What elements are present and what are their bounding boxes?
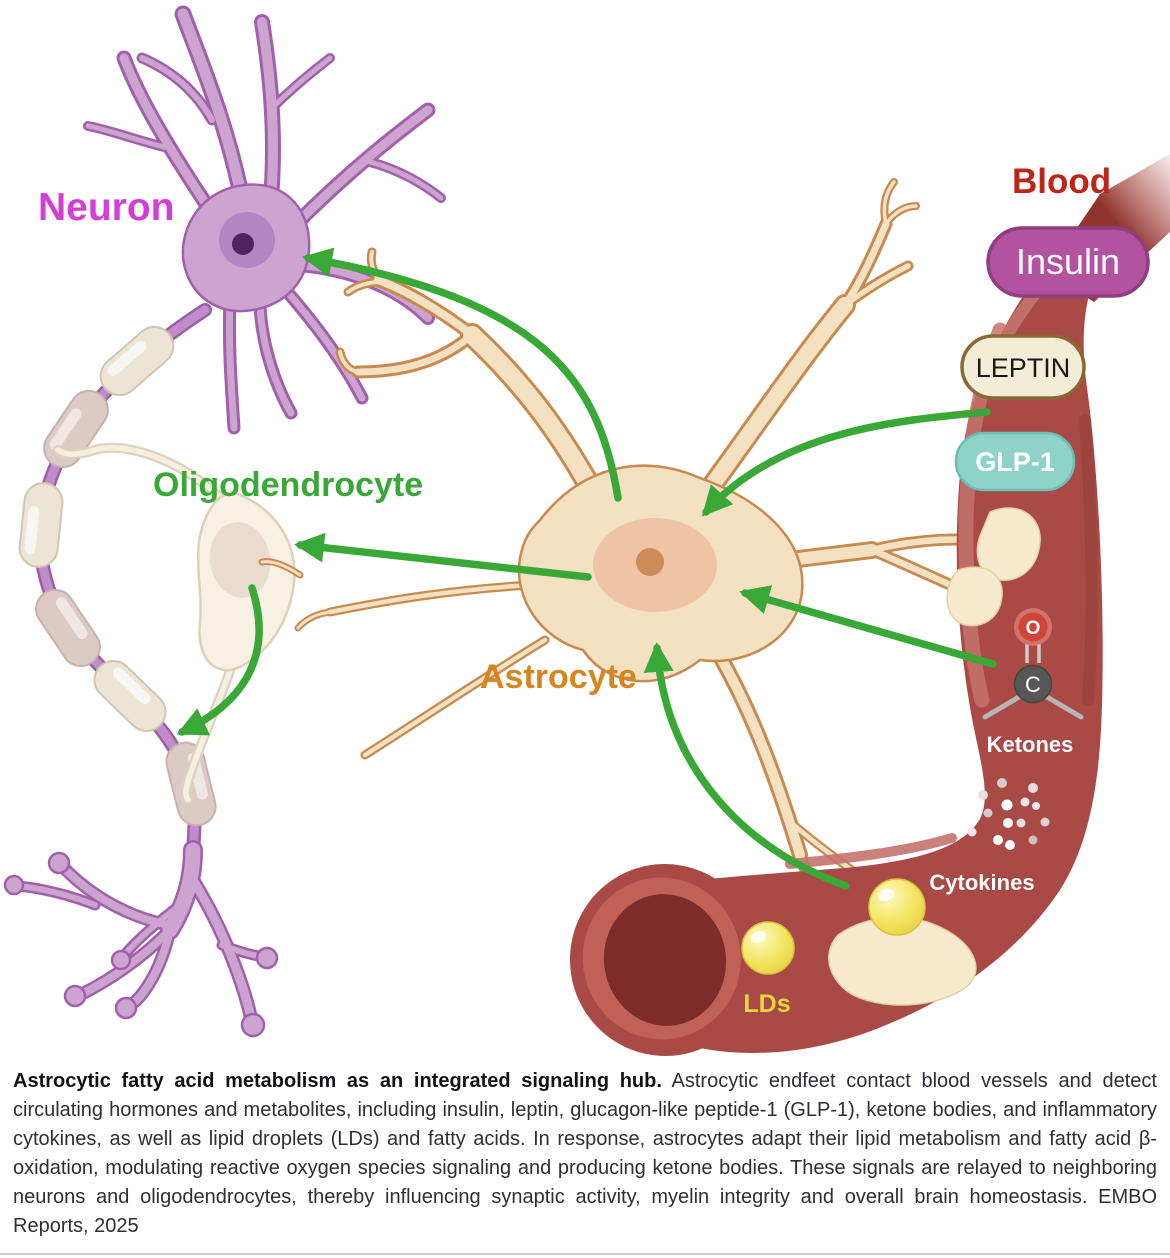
glp1-pill: GLP-1 (954, 431, 1076, 492)
scientific-figure: Insulin LEPTIN GLP-1 O C Ketones Cytokin… (3, 5, 1170, 1056)
caption-body: Astrocytic endfeet contact blood vessels… (13, 1070, 1157, 1237)
astrocyte-label: Astrocyte (480, 658, 637, 696)
arrow-vessel-to-astrocyte-bottom (643, 642, 850, 890)
blood-label: Blood (1012, 162, 1111, 201)
oligodendrocyte-label: Oligodendrocyte (153, 466, 423, 504)
astrocyte-endfeet (828, 507, 1041, 1006)
lipid-droplet (868, 878, 926, 936)
cytokines-dots-icon (962, 778, 1050, 850)
arrow-vessel-to-astrocyte-top (701, 408, 991, 517)
bottom-divider (0, 1253, 1170, 1255)
cytokines-label: Cytokines (929, 870, 1034, 895)
neuron-illustration (83, 5, 446, 435)
ketone-carbon: C (1025, 672, 1041, 697)
arrow-oligodendrocyte-to-myelin (176, 584, 263, 736)
lipid-droplets (741, 878, 926, 975)
leptin-label: LEPTIN (976, 353, 1071, 383)
arrow-astrocyte-to-neuron (302, 247, 622, 502)
lipid-droplet (741, 921, 795, 975)
insulin-label: Insulin (1016, 241, 1120, 282)
arrow-astrocyte-to-oligodendrocyte (294, 532, 592, 581)
lds-label: LDs (743, 990, 790, 1018)
caption-title: Astrocytic fatty acid metabolism as an i… (13, 1070, 662, 1092)
ketones-label: Ketones (987, 732, 1074, 757)
vessel-opening (569, 864, 761, 1056)
neuron-nucleolus (232, 233, 254, 255)
glp1-label: GLP-1 (975, 447, 1055, 477)
axon-terminal (3, 840, 279, 1038)
figure-caption: Astrocytic fatty acid metabolism as an i… (0, 1058, 1170, 1258)
astrocyte-illustration (258, 178, 981, 946)
leptin-pill: LEPTIN (960, 334, 1086, 400)
ketone-molecule-icon: O C (982, 608, 1084, 720)
astrocyte-nucleolus (636, 548, 664, 576)
arrow-vessel-to-astrocyte-right (739, 585, 997, 668)
oligodendrocyte-nucleus (209, 522, 271, 598)
neuron-label: Neuron (38, 186, 175, 229)
oligodendrocyte-illustration (53, 442, 296, 805)
signal-arrows (176, 247, 997, 890)
insulin-pill: Insulin (986, 226, 1150, 298)
ketone-oxygen: O (1026, 618, 1041, 639)
